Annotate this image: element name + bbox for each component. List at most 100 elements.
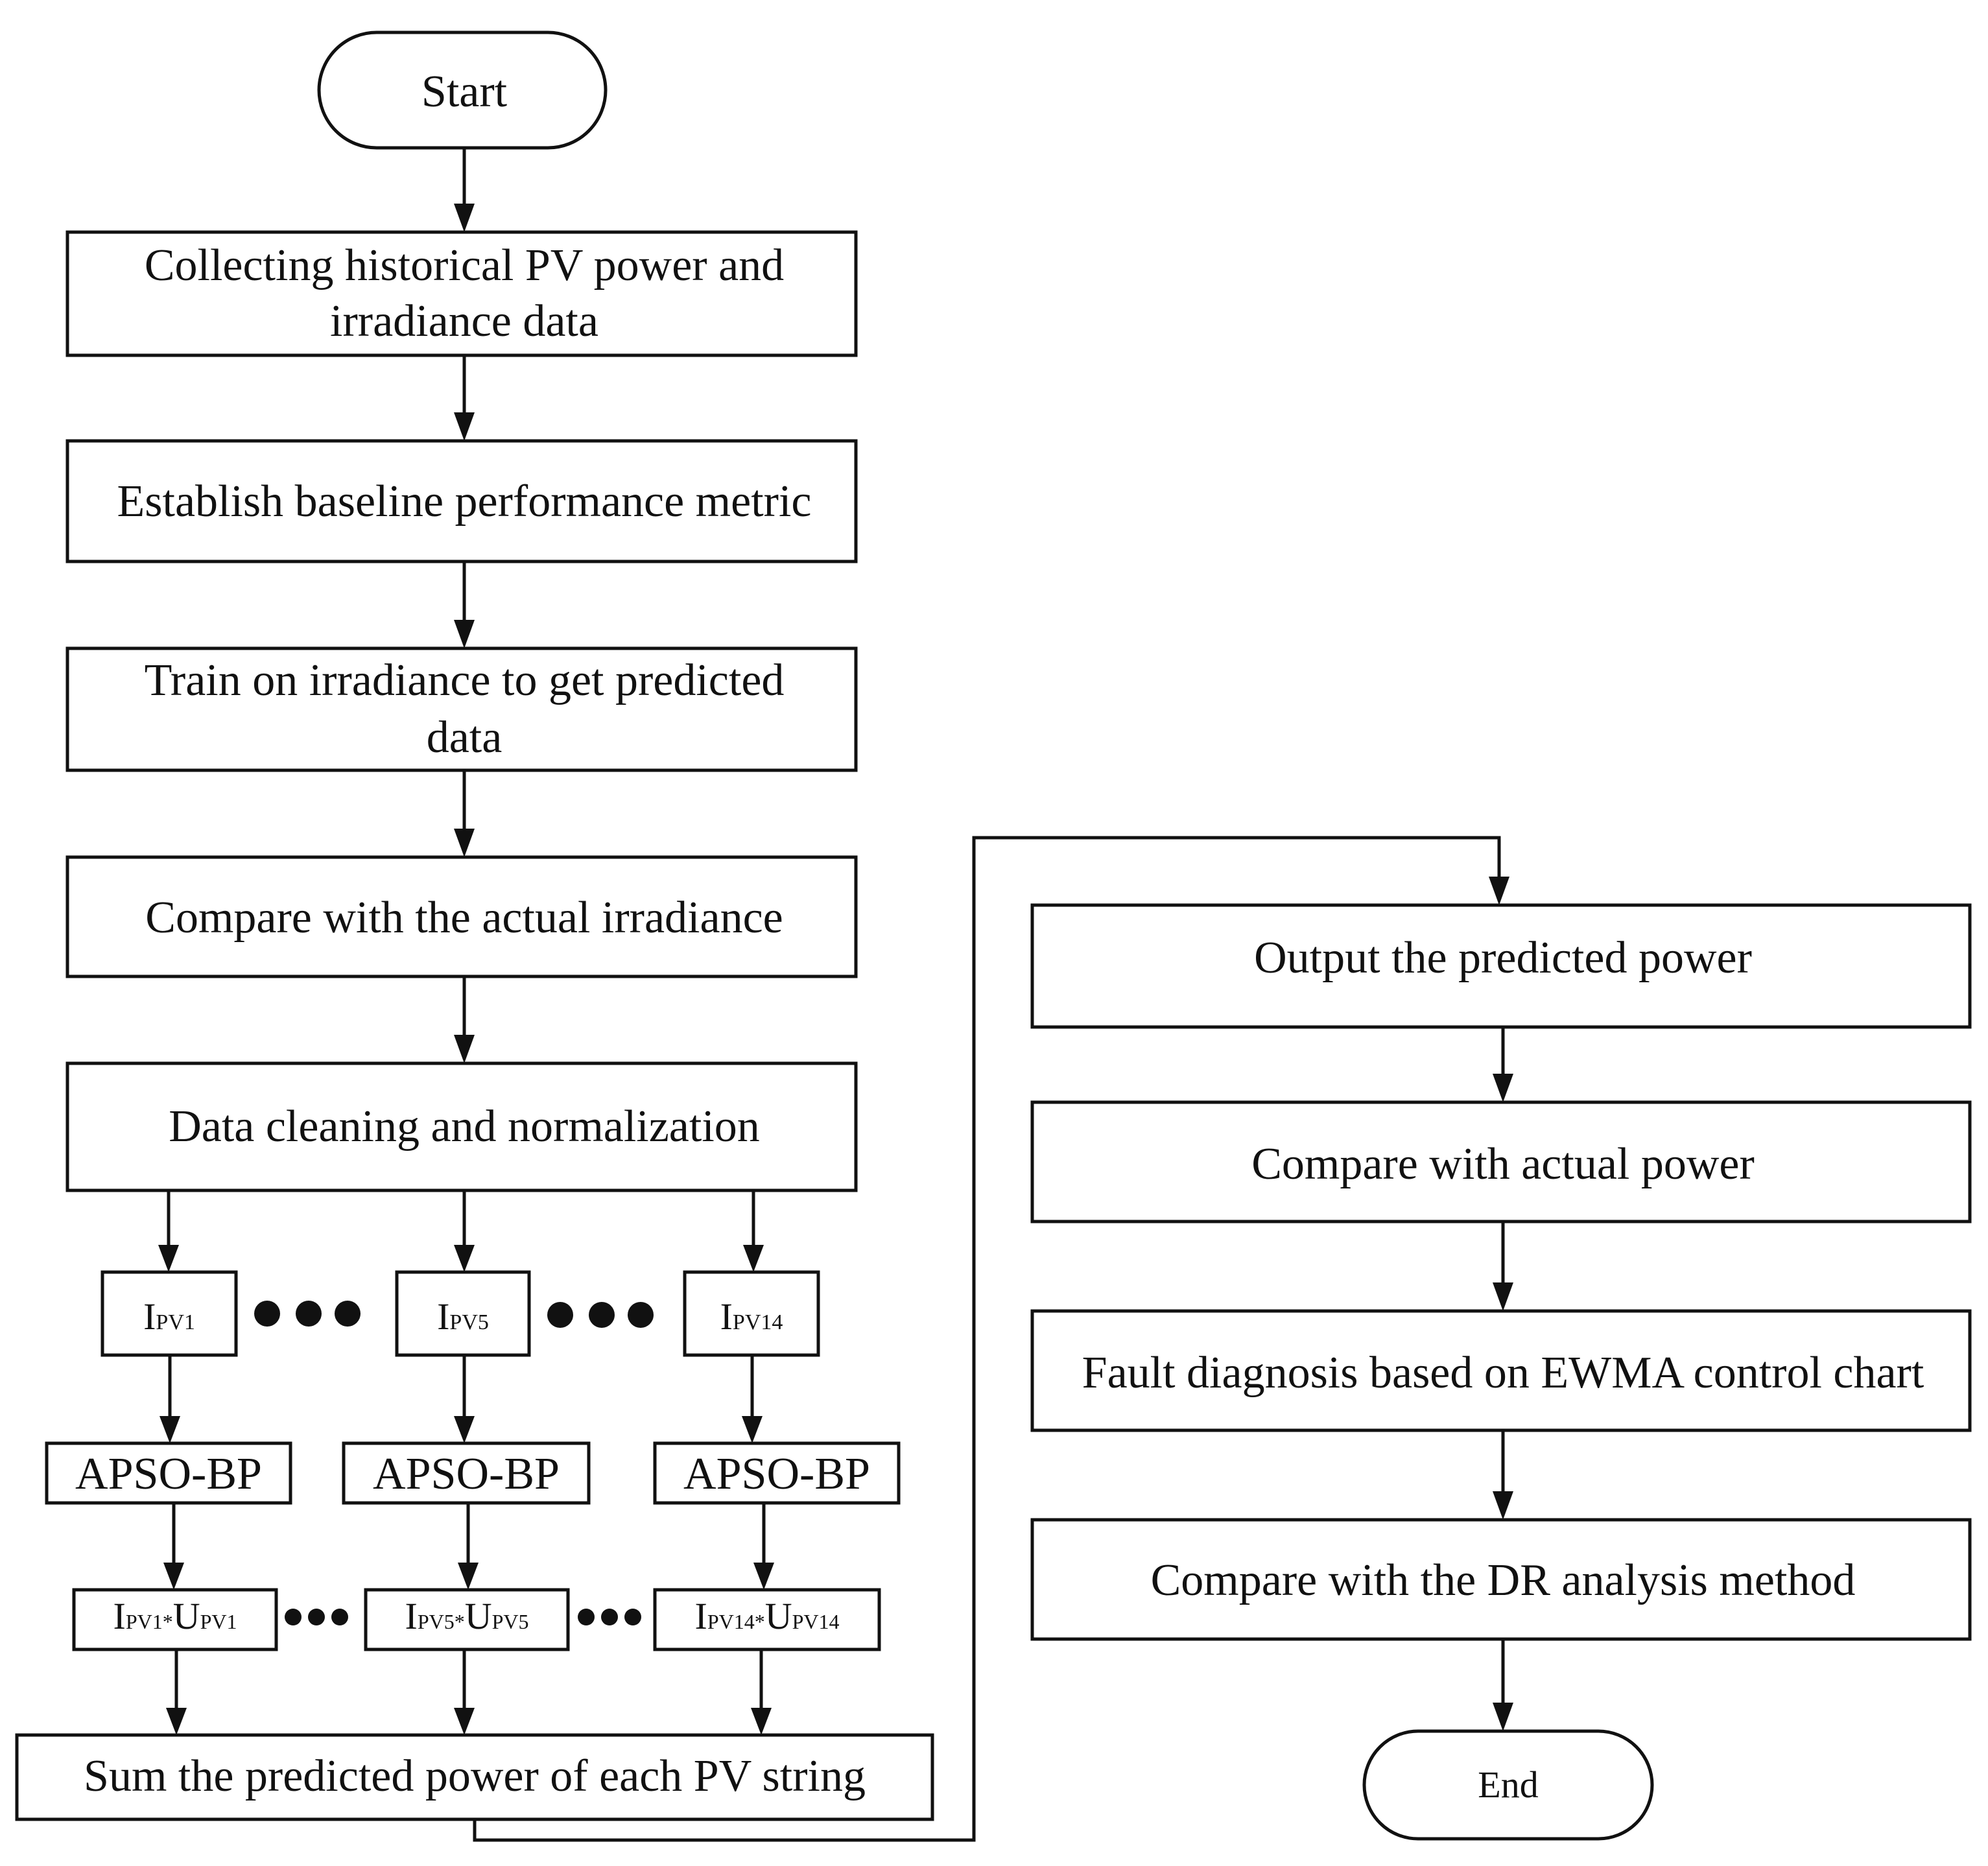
product-14-i: I — [694, 1595, 707, 1637]
output-box — [1030, 903, 1972, 1029]
node-clean: Data cleaning and normalization — [65, 1061, 858, 1192]
compare-dr-label: Compare with the DR analysis method — [1151, 1555, 1856, 1605]
branch-product-14: IPV14*UPV14 — [653, 1588, 881, 1651]
ellipsis-inputs-left — [254, 1301, 361, 1327]
input-14-sub: PV14 — [733, 1310, 783, 1334]
start-label: Start — [421, 67, 508, 117]
clean-label: Data cleaning and normalization — [169, 1102, 760, 1151]
baseline-box — [65, 439, 858, 563]
arrow-sum-to-output — [473, 836, 1501, 1842]
input-14-label: IPV14 — [720, 1295, 783, 1338]
ellipsis-dot — [308, 1609, 325, 1625]
arrowhead-clean — [454, 1035, 475, 1063]
train-label-line-1: Train on irradiance to get predicted — [145, 655, 785, 705]
ellipsis-dot — [589, 1302, 615, 1328]
arrowhead-input-14 — [743, 1245, 764, 1272]
ellipsis-dot — [254, 1301, 280, 1327]
clean-box — [65, 1061, 858, 1192]
branch-input-14: IPV14 — [683, 1270, 820, 1357]
branch-model-14: APSO-BP — [653, 1441, 901, 1505]
ellipsis-dot — [335, 1301, 361, 1327]
node-end: End — [1362, 1729, 1654, 1841]
product-14-box — [653, 1588, 881, 1651]
arrowhead-sum-5 — [454, 1708, 475, 1735]
arrowhead-end — [1493, 1703, 1513, 1731]
ellipsis-dot — [628, 1302, 654, 1328]
product-1-u-sub: PV1 — [200, 1610, 237, 1633]
arrowhead-compare-dr — [1493, 1491, 1513, 1520]
model-1-box — [45, 1441, 292, 1505]
ellipsis-dot — [331, 1609, 348, 1625]
train-label-line-2: data — [427, 713, 503, 762]
product-1-box — [72, 1588, 278, 1651]
node-compare-power: Compare with actual power — [1030, 1100, 1972, 1223]
ellipsis-dot — [547, 1302, 573, 1328]
sum-label: Sum the predicted power of each PV strin… — [84, 1751, 866, 1801]
model-5-box — [342, 1441, 591, 1505]
fault-label: Fault diagnosis based on EWMA control ch… — [1082, 1348, 1924, 1398]
ellipsis-dot — [296, 1301, 322, 1327]
ellipsis-products-right — [578, 1609, 641, 1625]
model-14-box — [653, 1441, 901, 1505]
ellipsis-dot — [601, 1609, 618, 1625]
input-1-sub: PV1 — [156, 1310, 195, 1334]
arrowhead-train — [454, 620, 475, 648]
branch-product-5: IPV5*UPV5 — [364, 1588, 570, 1651]
arrowhead-product-14 — [753, 1563, 774, 1590]
node-start: Start — [317, 30, 608, 150]
input-5-sub: PV5 — [449, 1310, 488, 1334]
product-14-i-sub: PV14 — [707, 1610, 755, 1633]
input-5-label: IPV5 — [437, 1295, 489, 1338]
node-train: Train on irradiance to get predicted dat… — [65, 646, 858, 772]
fault-box — [1030, 1309, 1972, 1432]
product-5-i-sub: PV5 — [418, 1610, 455, 1633]
input-1-box — [101, 1270, 238, 1357]
end-terminator — [1362, 1729, 1654, 1841]
collect-label-line-2: irradiance data — [330, 296, 598, 346]
node-sum: Sum the predicted power of each PV strin… — [15, 1733, 934, 1821]
arrowhead-product-1 — [163, 1563, 184, 1590]
compare-irradiance-label: Compare with the actual irradiance — [145, 893, 783, 943]
ellipsis-dot — [624, 1609, 641, 1625]
product-14-op: * — [755, 1610, 765, 1633]
product-14-label: IPV14*UPV14 — [694, 1595, 839, 1637]
product-1-u: U — [173, 1595, 200, 1637]
ellipsis-dot — [285, 1609, 302, 1625]
model-5-label: APSO-BP — [373, 1449, 560, 1499]
arrowhead-sum-1 — [166, 1708, 187, 1735]
compare-dr-box — [1030, 1518, 1972, 1641]
collect-box — [65, 230, 858, 357]
product-5-i: I — [405, 1595, 417, 1637]
arrowhead-output — [1489, 877, 1509, 905]
product-14-u-sub: PV14 — [792, 1610, 840, 1633]
arrowhead-model-1 — [160, 1416, 180, 1443]
branch-input-5: IPV5 — [395, 1270, 531, 1357]
baseline-label: Establish baseline performance metric — [117, 477, 812, 526]
product-5-u: U — [465, 1595, 492, 1637]
branch-input-1: IPV1 — [101, 1270, 238, 1357]
input-14-main: I — [720, 1295, 733, 1338]
end-label: End — [1478, 1764, 1538, 1806]
sum-box — [15, 1733, 934, 1821]
arrowhead-sum-14 — [751, 1708, 772, 1735]
arrowhead-collect — [454, 204, 475, 232]
connectors — [167, 149, 1505, 1842]
ellipsis-dot — [578, 1609, 595, 1625]
arrowhead-fault — [1493, 1282, 1513, 1311]
product-1-i: I — [113, 1595, 125, 1637]
collect-label-line-1: Collecting historical PV power and — [145, 241, 784, 290]
product-14-u: U — [765, 1595, 792, 1637]
branch-model-1: APSO-BP — [45, 1441, 292, 1505]
ellipsis-products-left — [285, 1609, 348, 1625]
output-label: Output the predicted power — [1254, 933, 1752, 983]
arrowheads — [158, 204, 1513, 1735]
input-5-main: I — [437, 1295, 449, 1338]
arrowhead-model-14 — [742, 1416, 763, 1443]
node-compare-dr: Compare with the DR analysis method — [1030, 1518, 1972, 1641]
model-14-label: APSO-BP — [683, 1449, 870, 1499]
train-box — [65, 646, 858, 772]
input-1-label: IPV1 — [143, 1295, 195, 1338]
input-14-box — [683, 1270, 820, 1357]
product-1-op: * — [163, 1610, 173, 1633]
